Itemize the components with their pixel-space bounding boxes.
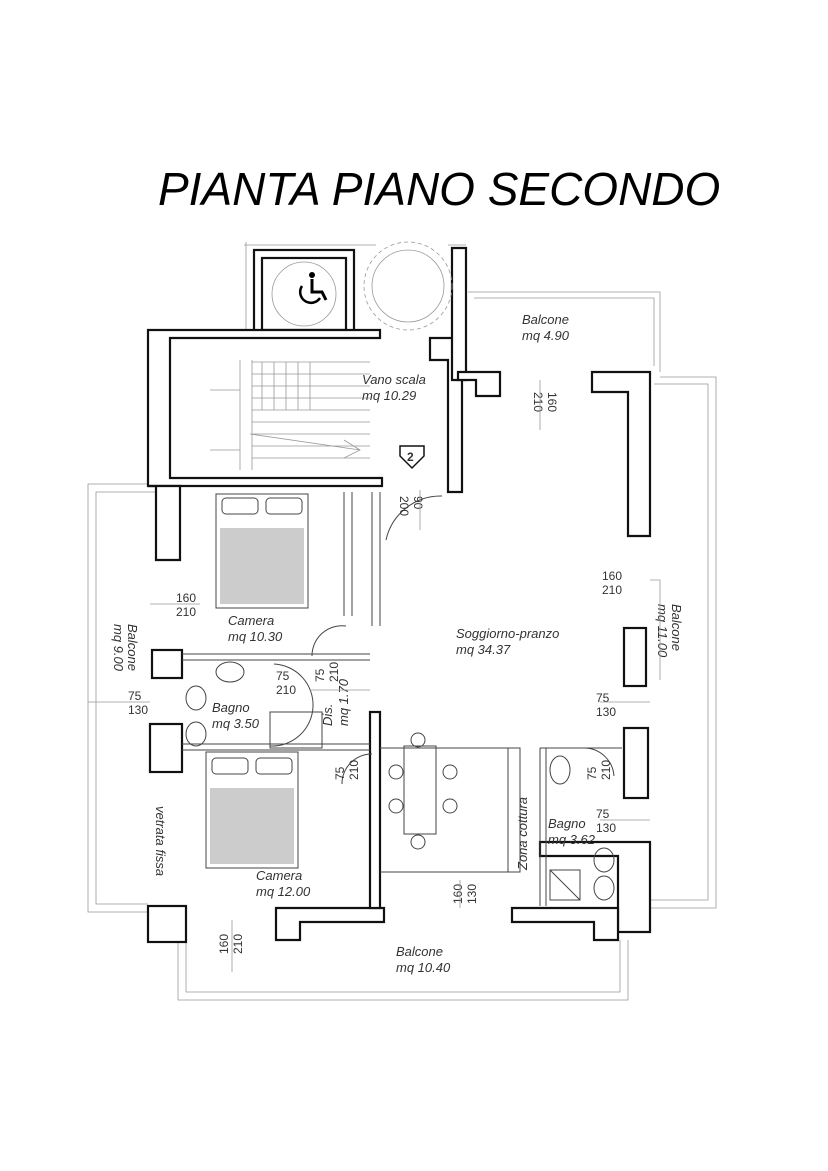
dis-area: mq 1.70 [336,678,351,726]
balcone-ne-area: mq 4.90 [522,328,570,343]
bagno-2-area: mq 3.62 [548,832,596,847]
svg-text:75: 75 [585,766,599,780]
svg-text:90: 90 [411,496,425,510]
balcone-e-area: mq 11.00 [655,604,670,658]
walls [146,246,652,944]
staircase [210,360,370,470]
wheelchair-icon [298,272,328,305]
svg-text:160: 160 [217,934,231,954]
dis-name: Dis. [320,704,335,726]
balcone-e-name: Balcone [669,604,684,651]
svg-text:130: 130 [596,821,616,835]
svg-text:160: 160 [602,569,622,583]
vano-scala-area: mq 10.29 [362,388,416,403]
svg-text:210: 210 [276,683,296,697]
svg-text:75: 75 [313,668,327,682]
svg-text:75: 75 [276,669,290,683]
svg-text:210: 210 [599,760,613,780]
svg-text:210: 210 [176,605,196,619]
camera-2-area: mq 12.00 [256,884,311,899]
sink-icon [215,661,571,785]
svg-text:75: 75 [128,689,142,703]
bed-icon [205,751,299,869]
svg-text:75: 75 [596,807,610,821]
plan-title: PIANTA PIANO SECONDO [158,163,720,215]
svg-text:210: 210 [602,583,622,597]
bagno-2-name: Bagno [548,816,586,831]
svg-text:75: 75 [596,691,610,705]
svg-text:130: 130 [596,705,616,719]
camera-2-name: Camera [256,868,302,883]
svg-text:210: 210 [347,760,361,780]
camera-1-name: Camera [228,613,274,628]
dimension-leaders [88,380,661,972]
balcone-w-area: mq 9.00 [111,624,126,672]
room-labels: Balcone mq 4.90 Vano scala mq 10.29 Sogg… [111,312,684,975]
shower-icon [269,711,581,901]
svg-text:210: 210 [327,662,341,682]
zona-cottura-name: Zona cottura [515,797,530,871]
bed-icon [215,493,309,609]
svg-text:75: 75 [333,766,347,780]
dining-table-icon [388,732,458,850]
door-swings [269,495,615,785]
svg-text:2: 2 [407,450,414,464]
camera-1-area: mq 10.30 [228,629,283,644]
soggiorno-name: Soggiorno-pranzo [456,626,559,641]
soggiorno-area: mq 34.37 [456,642,511,657]
balcony-outlines [87,242,717,1001]
svg-text:160: 160 [451,884,465,904]
svg-text:210: 210 [531,392,545,412]
balcone-w-name: Balcone [125,624,140,671]
svg-text:160: 160 [545,392,559,412]
balcone-s-name: Balcone [396,944,443,959]
balcone-ne-name: Balcone [522,312,569,327]
toilet-icon [185,685,615,901]
svg-text:160: 160 [176,591,196,605]
stair-marker: 2 [399,445,425,470]
bagno-1-area: mq 3.50 [212,716,260,731]
svg-text:130: 130 [465,884,479,904]
balcone-s-area: mq 10.40 [396,960,451,975]
svg-text:200: 200 [397,496,411,516]
opening-dimensions: 160 210 90 200 160 210 160 210 75 210 75… [128,392,622,954]
vetrata-name: vetrata fissa [153,806,168,876]
bagno-1-name: Bagno [212,700,250,715]
vano-scala-name: Vano scala [362,372,426,387]
svg-text:210: 210 [231,934,245,954]
svg-text:130: 130 [128,703,148,717]
